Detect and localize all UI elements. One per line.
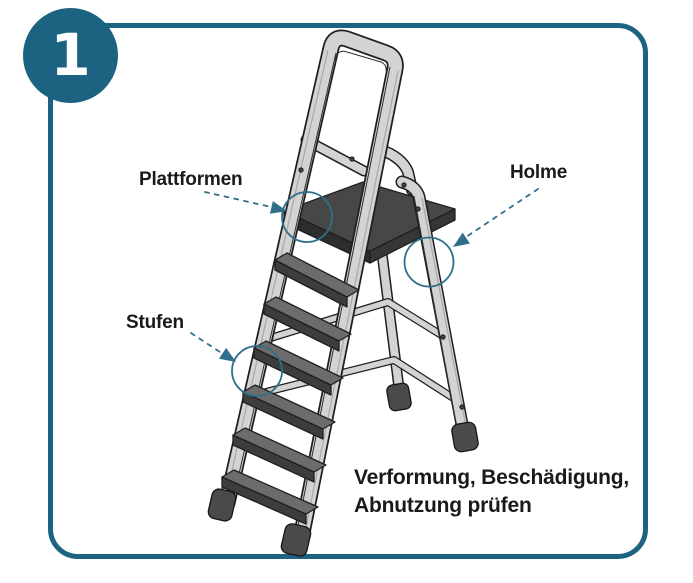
- holme-highlight-circle: [403, 236, 455, 288]
- plattformen-label: Plattformen: [139, 169, 243, 190]
- stufen-label: Stufen: [126, 312, 184, 333]
- inspection-note-line1: Verformung, Beschädigung,: [354, 466, 630, 489]
- inspection-note-line2: Abnutzung prüfen: [354, 494, 532, 517]
- leader-arrows: [190, 188, 539, 362]
- inspection-note: Verformung, Beschädigung, Abnutzung prüf…: [354, 464, 629, 520]
- front-left-foot: [207, 488, 237, 522]
- arrowhead-icon: [219, 347, 236, 362]
- stufen-arrow: [190, 332, 236, 362]
- step-number-badge: 1: [23, 8, 118, 103]
- front-right-foot: [280, 523, 312, 557]
- step-4: [242, 384, 336, 440]
- back-right-foot: [451, 421, 479, 453]
- arrowhead-icon: [269, 201, 287, 214]
- holme-arrow: [453, 188, 539, 247]
- plattformen-highlight-circle: [281, 191, 333, 243]
- guardrail-and-front-rails: [218, 29, 404, 547]
- stufen-highlight-circle: [231, 345, 283, 397]
- ladder-feet: [207, 382, 479, 557]
- step-5: [232, 427, 327, 483]
- step-2: [263, 296, 352, 352]
- rounded-border-frame: [48, 23, 648, 559]
- arrowhead-icon: [453, 232, 470, 247]
- rivets: [298, 156, 465, 410]
- holme-label: Holme: [510, 162, 568, 183]
- back-left-foot: [386, 382, 412, 412]
- step-3: [253, 340, 344, 396]
- step-6: [221, 469, 319, 525]
- step-1: [274, 252, 360, 308]
- steps: [221, 252, 360, 525]
- plattformen-arrow: [204, 191, 287, 214]
- highlight-circles: [231, 191, 455, 397]
